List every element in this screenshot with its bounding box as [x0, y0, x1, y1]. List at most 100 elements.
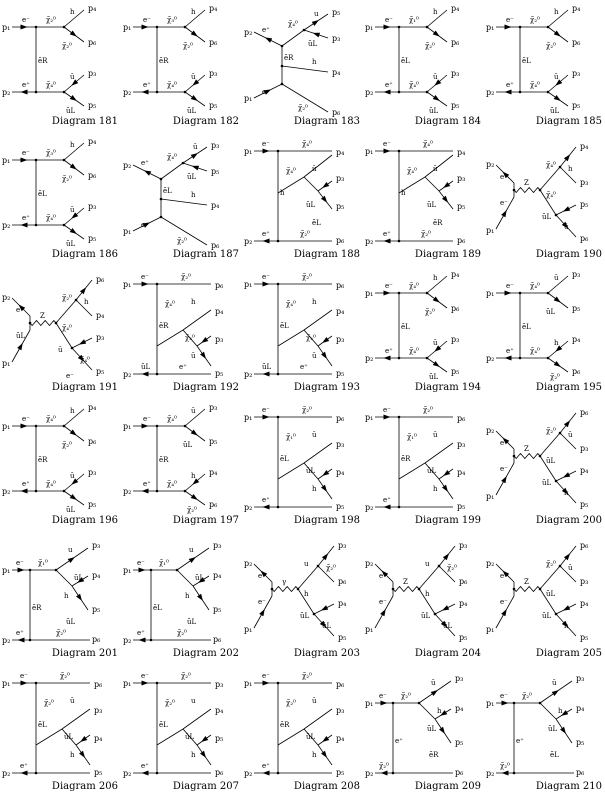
external-momentum-label: p₃: [88, 202, 96, 211]
fermion-arrow: [143, 170, 152, 176]
particle-label: ẽL: [401, 323, 410, 331]
external-momentum-label: p₂: [486, 769, 494, 778]
fermion-arrow: [432, 30, 440, 37]
particle-label: ũL: [546, 590, 556, 598]
vertex: [276, 771, 280, 775]
external-momentum-label: p₆: [209, 38, 217, 47]
fermion-arrow: [321, 553, 329, 561]
diagram-caption: Diagram 209: [415, 781, 481, 792]
diagram-caption: Diagram 198: [294, 515, 360, 526]
fermion-arrow: [264, 37, 273, 43]
fermion-arrow: [201, 336, 209, 344]
particle-label: h: [437, 707, 442, 715]
particle-label: e⁺: [262, 762, 270, 770]
particle-label: χ̃₂⁰: [522, 691, 532, 700]
diagram-caption: Diagram 192: [173, 382, 239, 393]
propagator-line: [398, 176, 426, 194]
particle-label: h: [70, 407, 75, 415]
particle-label: e⁻: [500, 199, 508, 207]
external-momentum-label: p₂: [486, 426, 494, 435]
particle-label: ũL: [66, 506, 76, 514]
vertex: [276, 282, 280, 286]
diagram-caption: Diagram 184: [415, 116, 481, 127]
fermion-arrow: [562, 472, 571, 478]
external-momentum-label: p₂: [486, 88, 494, 97]
propagator-line: [418, 565, 440, 590]
vertex: [280, 64, 284, 68]
particle-label: χ̃₄⁰: [167, 414, 177, 423]
vertex: [155, 90, 159, 94]
particle-label: χ̃₄⁰: [46, 213, 56, 222]
particle-label: ẽR: [433, 219, 443, 227]
particle-label: χ̃₄⁰: [409, 346, 419, 355]
particle-label: h: [425, 590, 430, 598]
particle-label: e⁺: [20, 762, 28, 770]
external-momentum-label: p₃: [96, 333, 104, 342]
diagram-caption: Diagram 183: [294, 116, 360, 127]
particle-label: χ̃₂⁰: [302, 272, 312, 281]
external-momentum-label: p₂: [486, 160, 494, 169]
fermion-arrow: [434, 345, 442, 352]
particle-label: h: [70, 8, 75, 16]
fermion-arrow: [502, 437, 510, 445]
boson-line: [513, 186, 541, 194]
vertex: [397, 149, 401, 153]
particle-label: ū: [431, 679, 436, 687]
particle-label: ū: [433, 73, 438, 81]
fermion-arrow: [320, 195, 328, 203]
particle-label: ũL: [542, 479, 552, 487]
propagator-line: [281, 29, 305, 47]
propagator-line: [424, 462, 440, 480]
particle-label: χ̃₂⁰: [181, 272, 191, 281]
fermion-arrow: [141, 281, 149, 287]
fermion-arrow: [79, 287, 87, 295]
diagram-185: p₁p₂p₄p₆p₃p₅e⁻χ̃₂⁰hχ̃₂⁰ẽLe⁺χ̃₄⁰ūũLDiagra…: [486, 4, 602, 127]
particle-label: ẽL: [280, 455, 289, 463]
particle-label: e⁻: [262, 88, 270, 96]
external-momentum-label: p₅: [459, 633, 467, 642]
fermion-arrow: [383, 89, 391, 95]
particle-label: h: [191, 751, 196, 759]
fermion-arrow: [17, 342, 23, 351]
external-momentum-label: p₁: [123, 227, 131, 236]
particle-label: ū: [312, 165, 317, 173]
propagator-line: [317, 565, 335, 583]
fermion-arrow: [262, 371, 270, 377]
particle-label: χ̃₄⁰: [165, 299, 175, 308]
external-momentum-label: p₅: [96, 367, 104, 376]
particle-label: e⁺: [262, 230, 270, 238]
external-momentum-label: p₅: [457, 502, 465, 511]
particle-label: u: [189, 546, 194, 554]
particle-label: e⁻: [258, 598, 266, 606]
fermion-arrow: [502, 171, 510, 179]
external-momentum-label: p₆: [92, 635, 100, 644]
fermion-arrow: [504, 290, 512, 296]
vertex: [558, 431, 562, 435]
fermion-arrow: [555, 79, 563, 86]
diagram-caption: Diagram 190: [536, 249, 602, 260]
particle-label: h: [554, 339, 559, 347]
external-momentum-label: p₃: [451, 335, 459, 344]
external-momentum-label: p₁: [244, 413, 252, 422]
propagator-line: [156, 728, 184, 746]
particle-label: e⁺: [16, 629, 24, 637]
fermion-arrow: [17, 567, 25, 573]
diagram-caption: Diagram 188: [294, 249, 360, 260]
external-momentum-label: p₅: [211, 167, 219, 176]
external-momentum-label: p₁: [2, 679, 10, 688]
particle-label: χ̃₄⁰: [306, 333, 316, 342]
particle-label: e⁺: [262, 26, 270, 34]
vertex: [34, 25, 38, 29]
vertex: [512, 701, 516, 705]
fermion-arrow: [430, 690, 438, 697]
vertex: [280, 44, 284, 48]
external-momentum-label: p₂: [123, 88, 131, 97]
diagram-caption: Diagram 199: [415, 515, 481, 526]
particle-label: u: [68, 546, 73, 554]
propagator-line: [539, 432, 561, 457]
particle-label: ũL: [322, 622, 332, 630]
particle-label: χ̃₄⁰: [80, 355, 90, 364]
external-momentum-label: p₃: [457, 440, 465, 449]
external-momentum-label: p₁: [2, 156, 10, 165]
